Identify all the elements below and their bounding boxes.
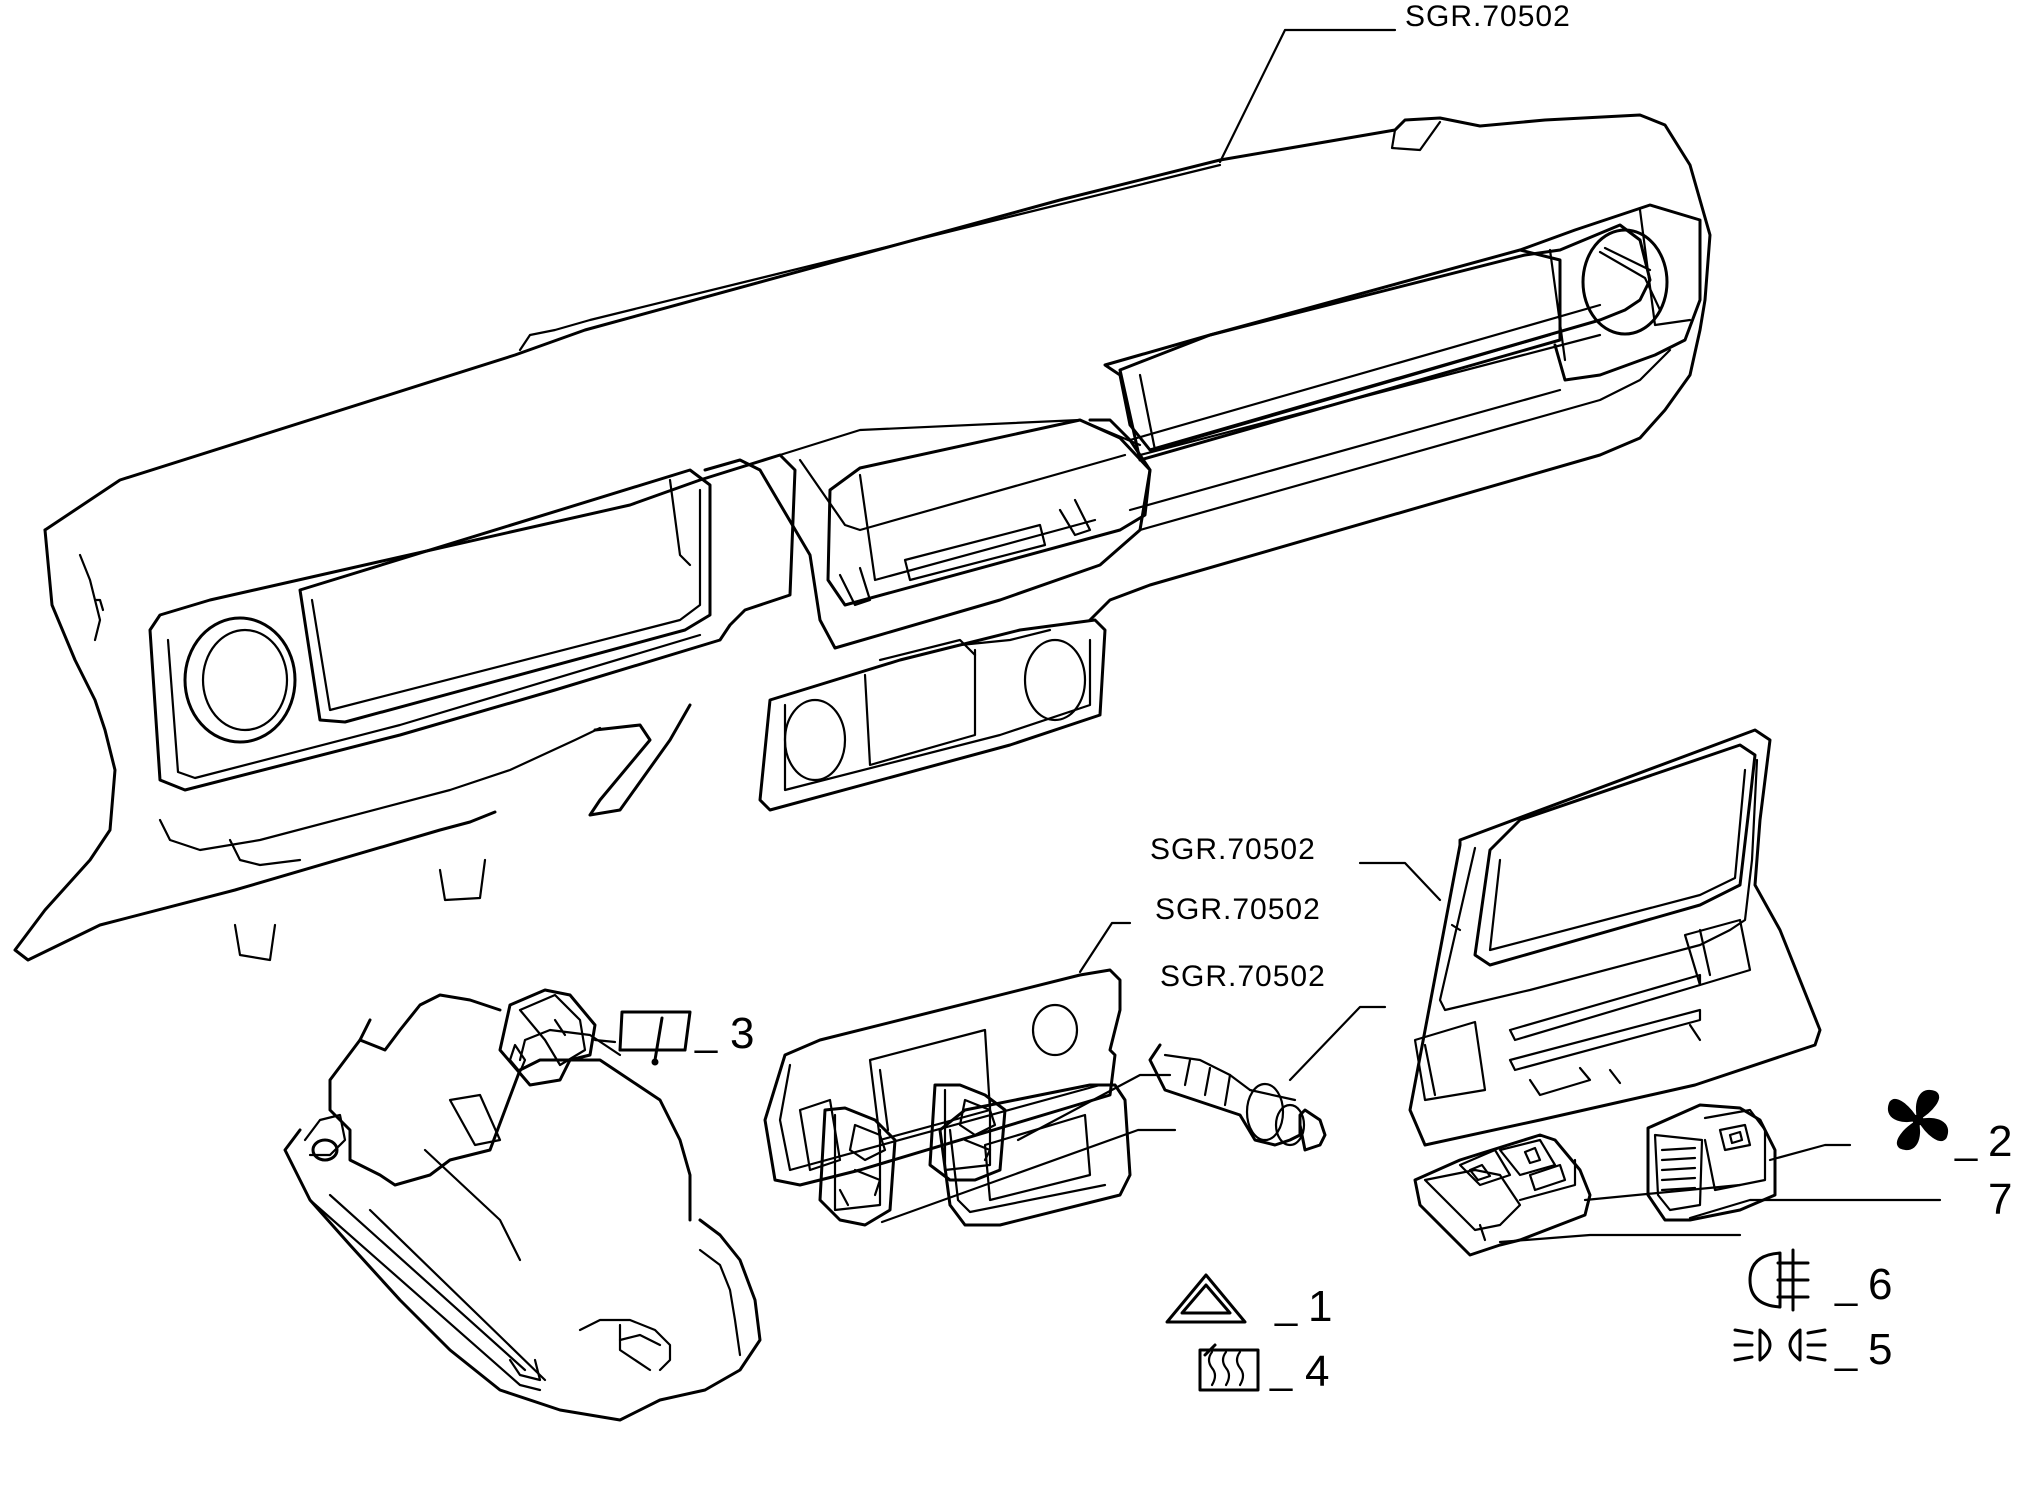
switch-5-6-drawing [1413, 1133, 1592, 1257]
console-panel [763, 968, 1132, 1227]
callout-4-dash: _ [1270, 1348, 1293, 1392]
steering-column-shroud [283, 993, 762, 1422]
callout-5-number: 5 [1868, 1325, 1893, 1374]
callout-2-number: 2 [1988, 1117, 2013, 1166]
side-lights-symbol-icon [1733, 1328, 1827, 1362]
callout-7-number: 7 [1988, 1175, 2013, 1224]
switch-4-drawing [818, 1106, 897, 1227]
cigar-lighter [1148, 1043, 1327, 1152]
dashboard-reference-label: SGR.70502 [1405, 0, 1571, 33]
instrument-panel-reference-label: SGR.70502 [1150, 833, 1316, 866]
rear-defroster-symbol-icon [1198, 1343, 1260, 1392]
callout-1-dash: _ [1275, 1283, 1298, 1327]
dashboard-assembly [13, 113, 1712, 962]
switch-2-7-drawing [1646, 1103, 1777, 1222]
instrument-panel [1408, 728, 1822, 1147]
callout-4-number: 4 [1305, 1347, 1330, 1396]
callout-3-dash: _ [695, 1010, 718, 1054]
switch-3-drawing [498, 988, 617, 1087]
cigar-lighter-reference-label: SGR.70502 [1160, 960, 1326, 993]
callout-2-dash: _ [1955, 1118, 1978, 1162]
callout-3-number: 3 [730, 1009, 755, 1058]
callout-6-number: 6 [1868, 1260, 1893, 1309]
callout-5-dash: _ [1835, 1328, 1858, 1372]
fan-symbol-icon [1887, 1089, 1949, 1151]
switch-1-drawing [928, 1083, 1007, 1182]
callout-1-number: 1 [1308, 1282, 1333, 1331]
wiper-symbol-icon [618, 1010, 692, 1066]
console-panel-reference-label: SGR.70502 [1155, 893, 1321, 926]
hazard-warning-symbol-icon [1165, 1273, 1247, 1324]
rear-fog-light-symbol-icon [1748, 1248, 1810, 1312]
callout-6-dash: _ [1835, 1263, 1858, 1307]
